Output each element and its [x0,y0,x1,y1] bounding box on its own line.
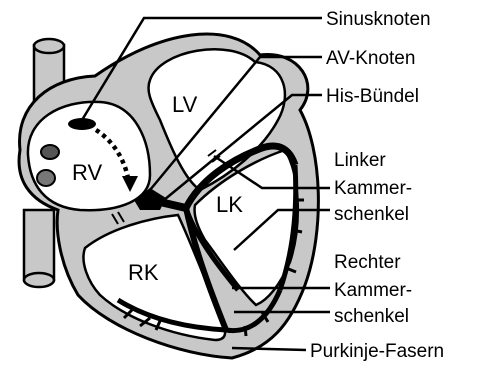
label-purkinje: Purkinje-Fasern [310,341,444,362]
label-rechter-line2: Kammer- [334,280,412,301]
label-linker-line3: schenkel [334,204,409,225]
chamber-label-lv: LV [172,92,198,117]
label-linker-line2: Kammer- [334,178,412,199]
chamber-label-rv: RV [72,160,102,185]
chamber-label-lk: LK [216,192,243,217]
label-linker-line1: Linker [334,150,386,171]
label-av-knoten: AV-Knoten [326,48,415,69]
label-sinusknoten: Sinusknoten [326,9,431,30]
label-his-buendel: His-Bündel [326,86,419,107]
label-rechter-line3: schenkel [334,306,409,327]
chamber-label-rk: RK [128,260,159,285]
label-rechter-line1: Rechter [334,252,401,273]
